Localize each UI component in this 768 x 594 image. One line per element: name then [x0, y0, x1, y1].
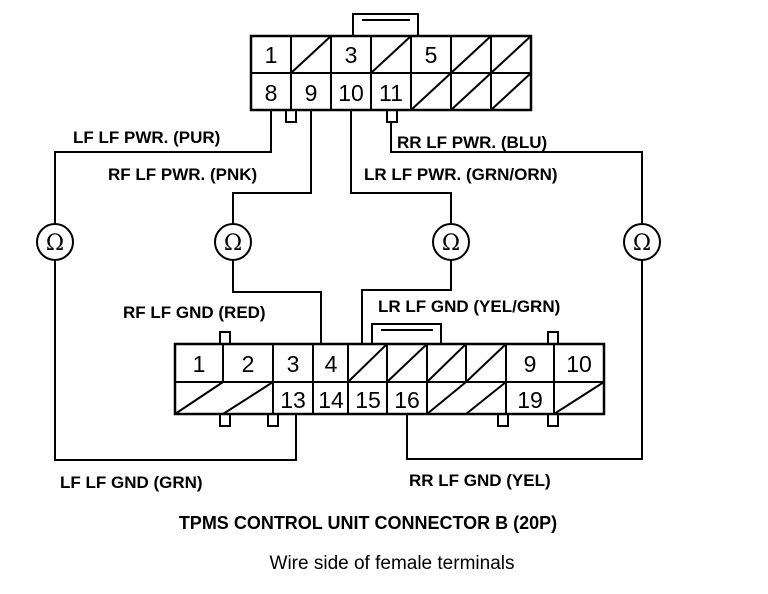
terminal-tab: [497, 413, 509, 427]
bottom-pin-4: 4: [325, 351, 338, 377]
bottom-pin-14: 14: [318, 387, 344, 413]
ohm-symbol: Ω: [442, 231, 460, 256]
diagram-title: TPMS CONTROL UNIT CONNECTOR B (20P): [179, 513, 557, 533]
top-pin-10: 10: [338, 80, 364, 106]
label-rr-lf-gnd: RR LF GND (YEL): [409, 471, 551, 490]
terminal-tab: [285, 109, 297, 123]
terminal-tab: [547, 331, 559, 345]
diagram-subtitle: Wire side of female terminals: [270, 553, 515, 574]
top-pin-3: 3: [345, 42, 358, 68]
label-lf-lf-pwr: LF LF PWR. (PUR): [73, 128, 220, 147]
wire-lf-lf-gnd: [54, 260, 297, 461]
wire-labels: LF LF PWR. (PUR) RF LF PWR. (PNK) RR LF …: [60, 128, 560, 492]
wiring-lines: [54, 110, 643, 461]
label-lf-lf-gnd: LF LF GND (GRN): [60, 473, 203, 492]
label-rf-lf-gnd: RF LF GND (RED): [123, 303, 266, 322]
bottom-pin-10: 10: [566, 351, 592, 377]
label-rf-lf-pwr: RF LF PWR. (PNK): [108, 165, 257, 184]
label-lr-lf-gnd: LR LF GND (YEL/GRN): [378, 297, 560, 316]
wire-lr-lf-pwr: [350, 110, 452, 224]
bottom-connector-latch: [371, 323, 442, 344]
top-pin-9: 9: [305, 80, 318, 106]
wire-rr-lf-gnd: [406, 260, 643, 460]
ohm-symbol: Ω: [46, 231, 64, 256]
ohm-symbol: Ω: [224, 231, 242, 256]
wire-rf-lf-pwr: [232, 110, 312, 224]
terminal-tab: [219, 413, 231, 427]
top-pin-8: 8: [265, 80, 278, 106]
wire-lf-lf-pwr: [54, 110, 272, 224]
bottom-pin-3: 3: [287, 351, 300, 377]
top-connector-latch: [352, 13, 419, 36]
ohmmeter-rr: Ω: [623, 223, 661, 261]
ohm-symbol: Ω: [633, 231, 651, 256]
ohmmeter-lf: Ω: [36, 223, 74, 261]
label-rr-lf-pwr: RR LF PWR. (BLU): [397, 133, 547, 152]
bottom-pin-2: 2: [242, 351, 255, 377]
bottom-pin-1: 1: [193, 351, 206, 377]
top-pin-5: 5: [425, 42, 438, 68]
ohmmeter-lr: Ω: [432, 223, 470, 261]
bottom-pin-9: 9: [524, 351, 537, 377]
terminal-tab: [547, 413, 559, 427]
ohmmeter-rf: Ω: [214, 223, 252, 261]
terminal-tab: [267, 413, 279, 427]
top-pin-11: 11: [379, 80, 403, 106]
top-connector: 1 3 5 8 9 10 11: [249, 13, 533, 123]
wire-rr-lf-pwr: [390, 110, 643, 224]
terminal-tab: [386, 109, 398, 123]
top-pin-1: 1: [265, 42, 278, 68]
bottom-pin-19: 19: [517, 387, 543, 413]
terminal-tab: [219, 331, 231, 345]
bottom-connector: 1 2 3 4 9 10 13 14 15 16 19: [173, 323, 606, 427]
bottom-pin-15: 15: [355, 387, 381, 413]
bottom-pin-16: 16: [394, 387, 420, 413]
bottom-pin-13: 13: [280, 387, 306, 413]
wire-rf-lf-gnd: [232, 260, 322, 344]
label-lr-lf-pwr: LR LF PWR. (GRN/ORN): [364, 165, 558, 184]
wire-lr-lf-gnd: [361, 260, 452, 344]
